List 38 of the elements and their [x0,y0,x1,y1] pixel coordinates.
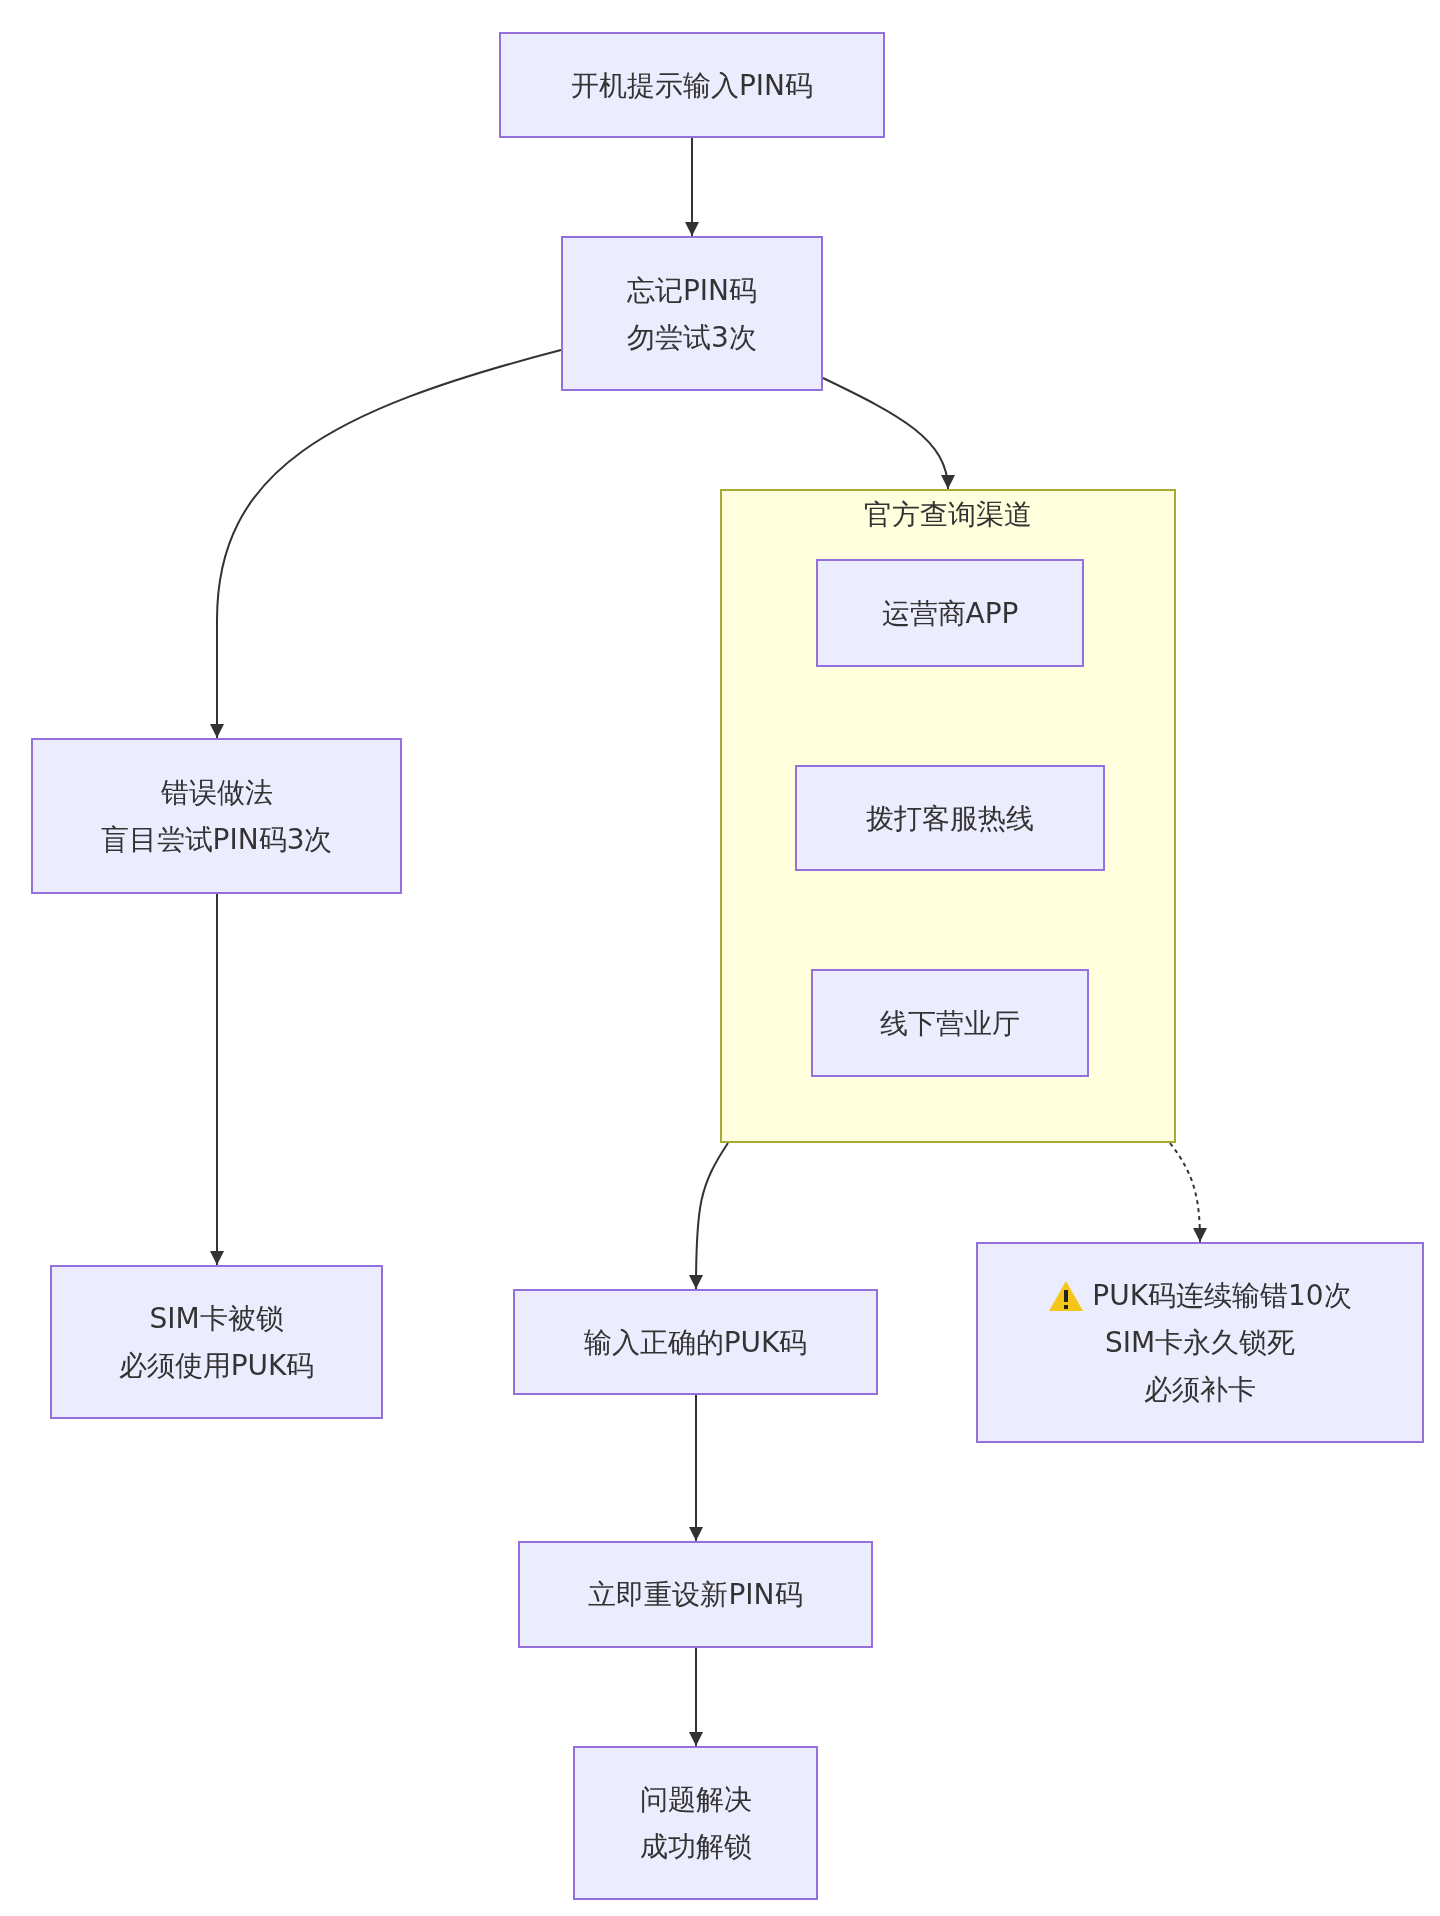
arrow [689,1647,703,1747]
process-box [816,559,1084,667]
arrow [689,1394,703,1542]
node-text: 必须补卡 [1144,1372,1256,1408]
node-text: 拨打客服热线 [866,800,1034,837]
process-box [518,1541,873,1648]
process-box [795,765,1105,871]
process-box [31,738,402,894]
node-text: SIM卡永久锁死 [1104,1325,1296,1361]
arrow [685,137,699,237]
process-box [976,1242,1424,1443]
node-text: 线下营业厅 [880,1005,1020,1042]
node-text: 盲目尝试PIN码3次 [100,822,333,858]
process-box [811,969,1089,1077]
process-box [50,1265,383,1419]
node-text: 忘记PIN码 [626,272,758,309]
group-box [720,489,1176,1143]
node-text: 错误做法 [160,775,273,811]
node-text: 开机提示输入PIN码 [570,67,814,104]
process-box [499,32,885,138]
arrow [822,377,954,490]
process-box [561,236,823,391]
arrow [1169,1142,1207,1243]
node-text: 立即重设新PIN码 [588,1577,803,1613]
node-text: 必须使用PUK码 [118,1348,315,1384]
arrow [210,893,224,1266]
group-title: 官方查询渠道 [863,497,1033,533]
node-text: 成功解锁 [639,1829,752,1865]
node-text: 运营商APP [881,595,1019,632]
arrow [689,1142,729,1290]
node-text: SIM卡被锁 [149,1301,284,1337]
node-text: PUK码连续输错10次 [1092,1278,1352,1314]
process-box [573,1746,818,1900]
arrow [210,349,562,739]
node-text: 问题解决 [639,1782,752,1818]
process-box [513,1289,878,1395]
node-text: 勿尝试3次 [627,319,757,356]
node-text: 输入正确的PUK码 [583,1324,808,1361]
